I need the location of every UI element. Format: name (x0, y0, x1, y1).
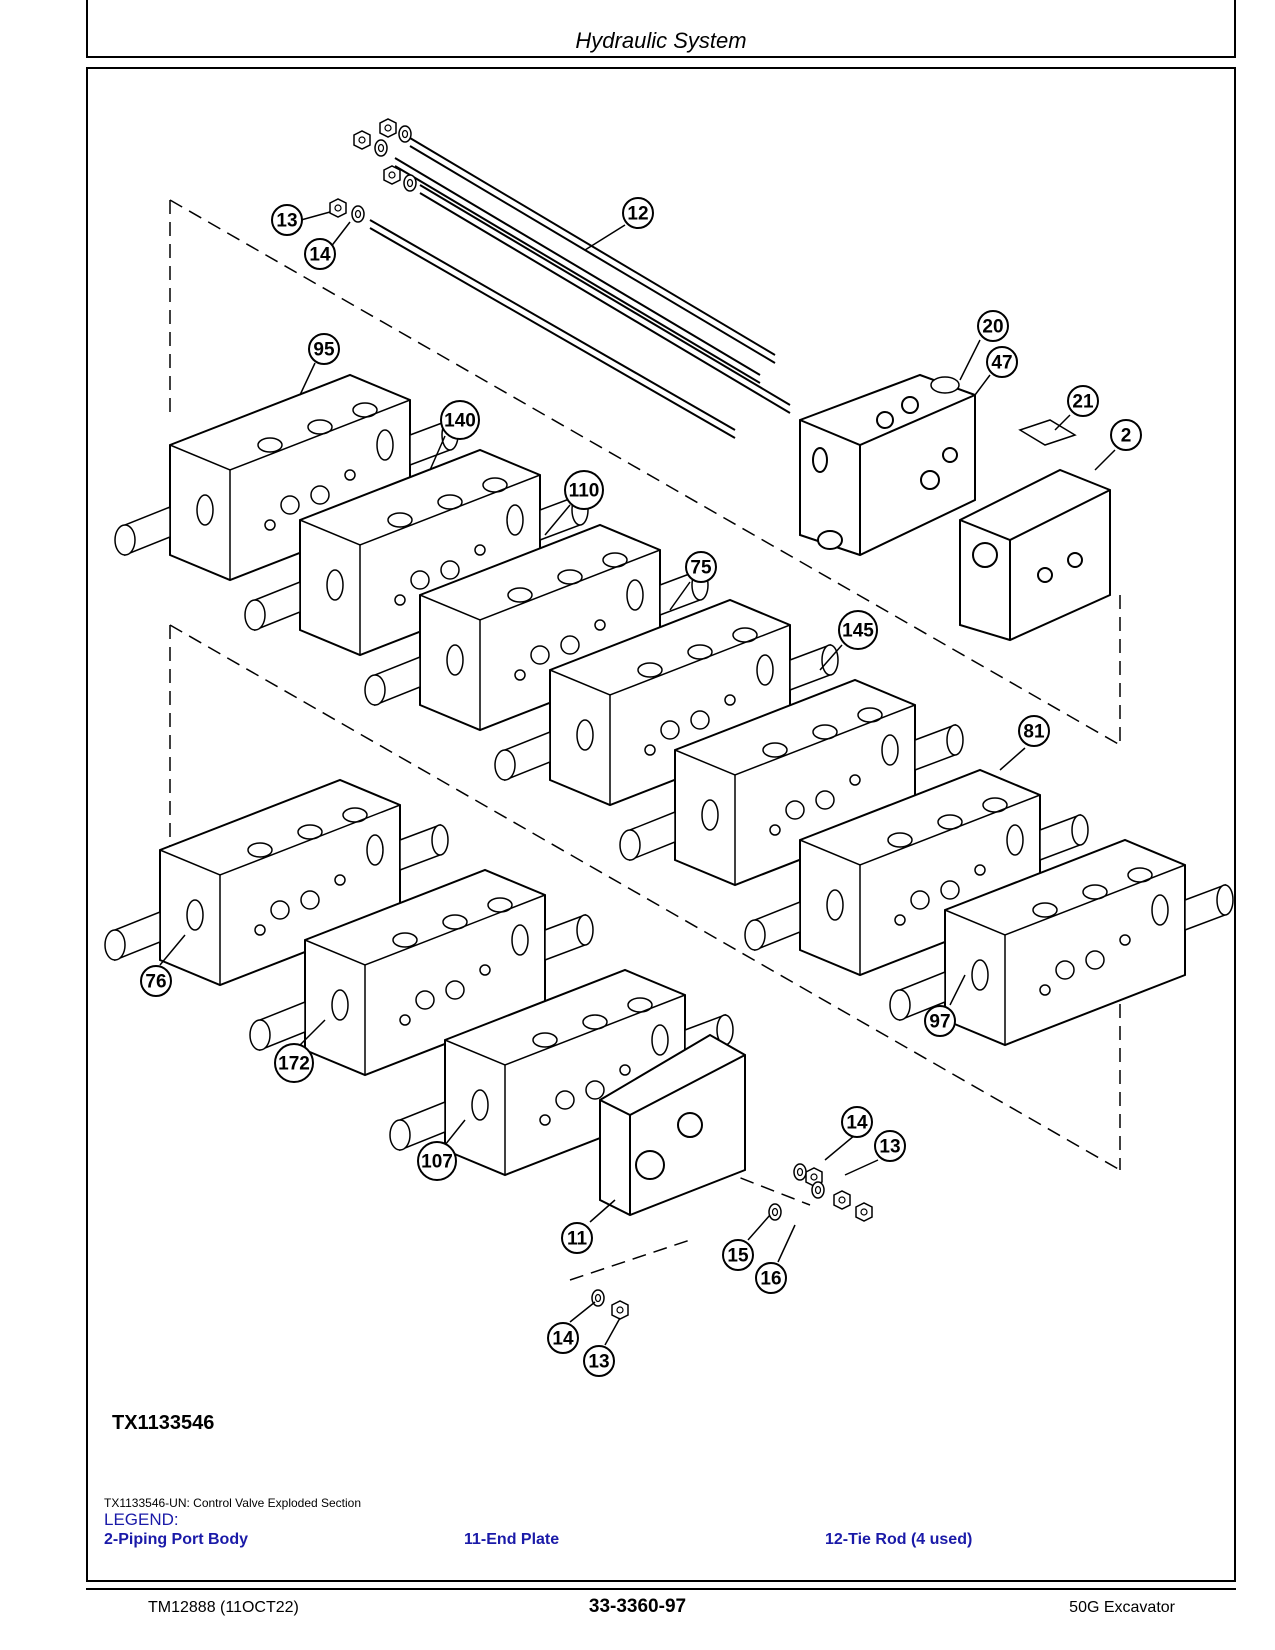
callout-14-top: 14 (304, 238, 336, 270)
footer-rule (86, 1588, 1236, 1590)
callout-number: 14 (309, 245, 331, 266)
callout-13-endplate: 13 (874, 1130, 906, 1162)
callout-number: 21 (1072, 392, 1094, 413)
callout-number: 110 (569, 481, 600, 502)
callout-number: 20 (982, 317, 1003, 338)
callout-97: 97 (924, 1005, 956, 1037)
callout-13-bottom: 13 (583, 1345, 615, 1377)
callout-14-endplate: 14 (841, 1106, 873, 1138)
callout-number: 140 (444, 411, 476, 432)
callout-2: 2 (1110, 419, 1142, 451)
callout-13-top: 13 (271, 204, 303, 236)
page-section-title: Hydraulic System (575, 28, 747, 53)
callout-number: 95 (313, 340, 335, 361)
callout-number: 97 (929, 1012, 950, 1033)
callout-number: 172 (278, 1054, 310, 1075)
footer-model: 50G Excavator (1069, 1599, 1175, 1616)
figure-id: TX1133546 (112, 1412, 215, 1434)
figure-frame (86, 67, 1236, 1582)
callout-number: 13 (879, 1137, 900, 1158)
callout-20: 20 (977, 310, 1009, 342)
footer-manual-id: TM12888 (11OCT22) (148, 1599, 299, 1616)
footer-page-number: 33-3360-97 (588, 1596, 687, 1617)
callout-95: 95 (308, 333, 340, 365)
callout-number: 75 (690, 558, 712, 579)
callout-number: 14 (552, 1329, 574, 1350)
callout-number: 13 (588, 1352, 609, 1373)
callout-21: 21 (1067, 385, 1099, 417)
callout-number: 145 (842, 621, 874, 642)
callout-number: 15 (727, 1246, 749, 1267)
legend-item-tie-rod: 12-Tie Rod (4 used) (825, 1531, 973, 1548)
callout-number: 81 (1023, 722, 1045, 743)
callout-172: 172 (274, 1043, 314, 1083)
callout-number: 16 (760, 1269, 781, 1290)
legend-item-end-plate: 11-End Plate (464, 1531, 560, 1548)
callout-16: 16 (755, 1262, 787, 1294)
callout-number: 47 (991, 353, 1012, 374)
callout-75: 75 (685, 551, 717, 583)
callout-15: 15 (722, 1239, 754, 1271)
callout-number: 13 (276, 211, 297, 232)
callout-number: 14 (846, 1113, 868, 1134)
callout-number: 76 (145, 972, 166, 993)
callout-number: 11 (567, 1229, 588, 1250)
callout-145: 145 (838, 610, 878, 650)
callout-140: 140 (440, 400, 480, 440)
callout-76: 76 (140, 965, 172, 997)
legend-title: LEGEND: (104, 1510, 179, 1529)
callout-number: 107 (421, 1152, 453, 1173)
header-box: Hydraulic System (86, 0, 1236, 58)
callout-number: 12 (627, 204, 648, 225)
legend-item-piping-port-body: 2-Piping Port Body (104, 1531, 248, 1548)
callouts: 13 14 12 95 140 110 75 145 20 47 21 2 81… (140, 197, 1142, 1377)
callout-14-bottom: 14 (547, 1322, 579, 1354)
callout-11: 11 (561, 1222, 593, 1254)
callout-47: 47 (986, 346, 1018, 378)
callout-110: 110 (564, 470, 604, 510)
callout-107: 107 (417, 1141, 457, 1181)
figure-caption: TX1133546-UN: Control Valve Exploded Sec… (104, 1496, 362, 1510)
callout-number: 2 (1121, 426, 1132, 447)
callout-12: 12 (622, 197, 654, 229)
callout-81: 81 (1018, 715, 1050, 747)
